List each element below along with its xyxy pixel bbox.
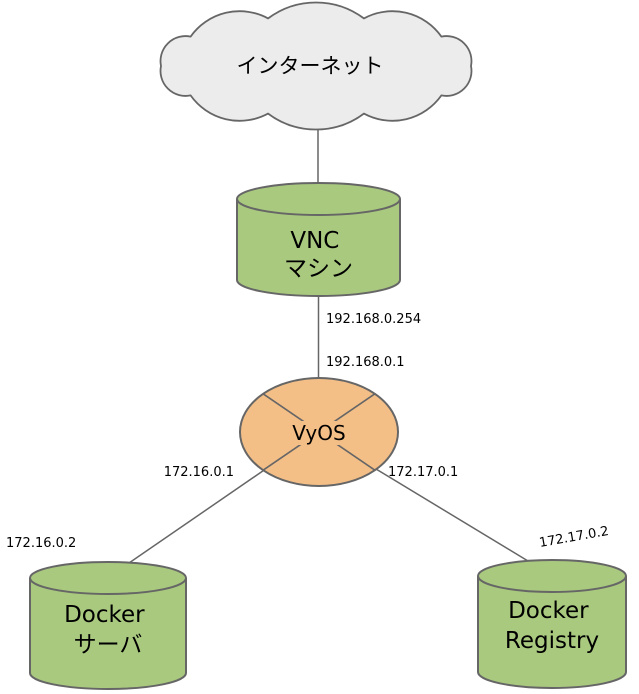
link-vyos-docker-server [128, 469, 264, 564]
vnc-machine-label-line2: マシン [284, 256, 353, 282]
docker-server-label-line2: サーバ [74, 632, 143, 658]
ip-label-vyos-registry-side: 172.17.0.1 [388, 465, 458, 480]
ip-label-vnc-machine: 192.168.0.254 [326, 312, 421, 327]
vnc-machine-label-line1: VNC [290, 228, 339, 254]
vyos-router-node: VyOS [239, 377, 399, 487]
cylinder-rim [29, 577, 187, 595]
internet-label: インターネット [237, 54, 384, 78]
docker-registry-node: Docker Registry [477, 559, 627, 689]
ip-label-docker-server: 172.16.0.2 [6, 536, 76, 551]
docker-server-label: Docker サーバ [64, 602, 152, 658]
cylinder-rim [477, 575, 627, 593]
ip-label-vyos-internet-side: 192.168.0.1 [326, 355, 405, 370]
docker-registry-label-line1: Docker [508, 598, 589, 624]
docker-registry-label: Docker Registry [505, 598, 599, 654]
docker-server-node: Docker サーバ [29, 561, 187, 690]
ip-label-vyos-server-side: 172.16.0.1 [164, 465, 234, 480]
link-vyos-docker-registry [375, 468, 529, 562]
vnc-machine-node: VNC マシン [236, 182, 401, 297]
cylinder-shape [477, 559, 627, 689]
cylinder-shape [236, 182, 401, 297]
ip-label-docker-registry: 172.17.0.2 [538, 524, 610, 551]
vyos-label: VyOS [292, 421, 345, 445]
docker-registry-label-line2: Registry [505, 628, 599, 654]
docker-server-label-line1: Docker [64, 602, 145, 628]
cloud-icon [159, 1, 473, 131]
router-label-background [291, 421, 347, 445]
cylinder-shape [29, 561, 187, 690]
cylinder-rim [236, 198, 401, 216]
vnc-machine-label: VNC マシン [284, 228, 353, 282]
internet-cloud-node: インターネット [159, 1, 473, 131]
